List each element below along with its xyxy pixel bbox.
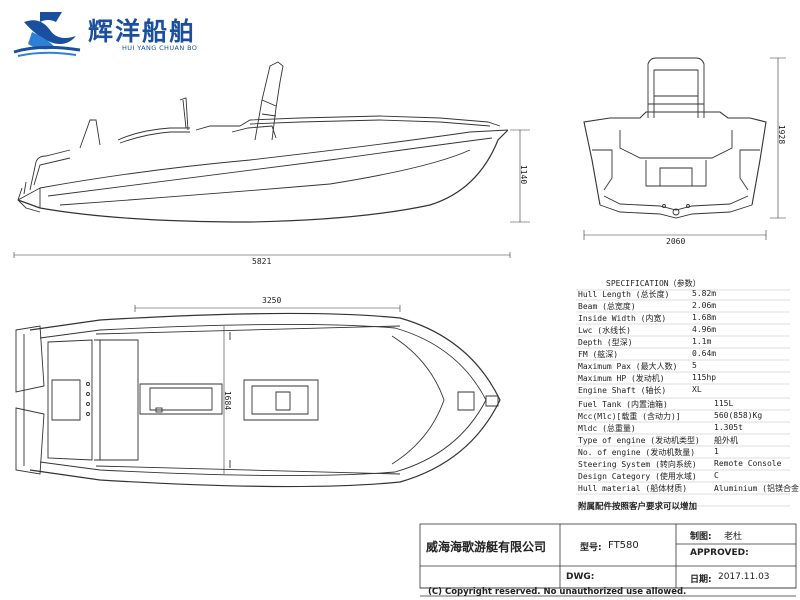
copyright-notice: (C) Copyright reserved. No unauthorized … <box>428 587 687 597</box>
spec-label: Design Category (使用水域) <box>578 472 697 481</box>
company-name: 威海海歌游艇有限公司 <box>426 540 547 554</box>
spec-value: 115hp <box>692 373 717 382</box>
spec-label: Beam (总宽度) <box>578 302 636 311</box>
spec-label: FM (舷深) <box>578 350 619 359</box>
spec-label: Type of engine (发动机类型) <box>578 436 700 445</box>
spec-grid <box>576 289 790 507</box>
spec-label: Steering System (转向系统) <box>578 460 697 469</box>
spec-label: Depth (型深) <box>578 338 633 347</box>
spec-value: 560(858)Kg <box>714 411 763 420</box>
dim-plan-length: 3250 <box>262 296 282 305</box>
drawn-label: 制图: <box>690 532 712 542</box>
spec-title: SPECIFICATION（参数） <box>606 279 701 288</box>
spec-label: Inside Width (内宽) <box>578 314 667 323</box>
spec-label: Maximum HP (发动机) <box>578 374 665 383</box>
spec-value: 船外机 <box>714 436 738 445</box>
rear-view <box>583 57 786 240</box>
dim-side-height: 1140 <box>519 164 529 185</box>
spec-value: 1.305t <box>714 423 743 432</box>
company-logo: 辉洋船舶 HUI YANG CHUAN BO <box>10 8 230 58</box>
spec-note: 附属配件按照客户要求可以增加 <box>578 502 698 512</box>
spec-label: Maximum Pax (最大人数) <box>578 362 678 371</box>
date-label: 日期: <box>690 575 712 585</box>
spec-label: Engine Shaft (轴长) <box>578 386 667 395</box>
spec-label: Fuel Tank (内置油箱) <box>578 400 668 409</box>
spec-value: 5 <box>692 361 697 370</box>
spec-value: 1.1m <box>692 337 712 346</box>
spec-value: Aluminium (铝镁合金) <box>714 484 800 493</box>
title-block-frame <box>419 523 797 597</box>
dim-rear-width: 2060 <box>666 237 686 246</box>
side-view <box>13 61 530 258</box>
spec-value: 1.68m <box>692 313 717 322</box>
logo-name-cn: 辉洋船舶 <box>88 17 197 46</box>
spec-label: No. of engine (发动机数量) <box>578 448 696 457</box>
plan-view <box>15 305 501 488</box>
model-value: FT580 <box>608 540 639 551</box>
drawn-value: 老杜 <box>724 532 743 542</box>
spec-label: Mldc (总重量) <box>578 424 636 433</box>
spec-value: 1 <box>714 447 719 456</box>
approved-label: APPROVED: <box>690 548 749 558</box>
date-value: 2017.11.03 <box>718 572 770 582</box>
dim-rear-height: 1928 <box>777 124 787 145</box>
spec-value: Remote Console <box>714 459 782 468</box>
spec-value: 4.96m <box>692 325 717 334</box>
spec-label: Lwc (水线长) <box>578 326 631 335</box>
dim-plan-width: 1684 <box>223 390 233 411</box>
dwg-label: DWG: <box>566 572 595 582</box>
spec-label: Hull Length (总长度) <box>578 290 670 299</box>
spec-value: 0.64m <box>692 349 717 358</box>
logo-name-en: HUI YANG CHUAN BO <box>122 44 198 52</box>
dim-side-length: 5821 <box>252 257 272 266</box>
spec-value: C <box>714 471 719 480</box>
spec-value: XL <box>692 385 702 394</box>
spec-label: Hull material (船体材质) <box>578 484 688 493</box>
spec-value: 115L <box>714 399 734 408</box>
spec-value: 2.06m <box>692 301 717 310</box>
logo-wave-icon <box>13 12 81 57</box>
spec-label: Mcc(Mlc)[载重 (含动力)] <box>578 412 681 421</box>
model-label: 型号: <box>580 543 602 553</box>
spec-value: 5.82m <box>692 289 717 298</box>
